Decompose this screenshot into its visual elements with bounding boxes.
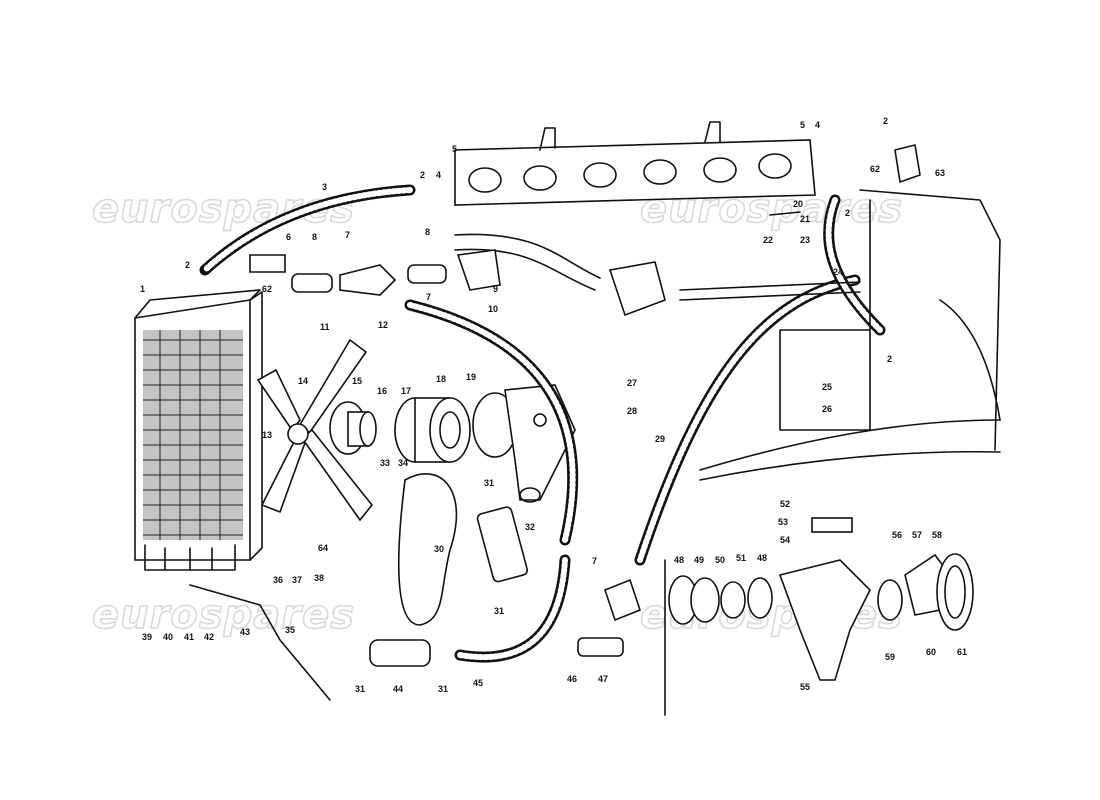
fan-pulley-hub — [329, 401, 377, 455]
callout-label: 17 — [401, 386, 411, 396]
callout-label: 64 — [318, 543, 328, 553]
callout-label: 2 — [420, 170, 425, 180]
callout-label: 52 — [780, 499, 790, 509]
callout-label: 43 — [240, 627, 250, 637]
callout-label: 24 — [833, 267, 843, 277]
callout-label: 41 — [184, 632, 194, 642]
callout-label: 33 — [380, 458, 390, 468]
callout-label: 39 — [142, 632, 152, 642]
callout-label: 37 — [292, 575, 302, 585]
radiator — [134, 289, 263, 571]
callout-label: 11 — [320, 322, 330, 332]
callout-label: 59 — [885, 652, 895, 662]
callout-label: 9 — [493, 284, 498, 294]
callout-label: 62 — [870, 164, 880, 174]
callout-label: 12 — [378, 320, 388, 330]
callout-label: 34 — [398, 458, 408, 468]
callout-label: 57 — [912, 530, 922, 540]
callout-label: 47 — [598, 674, 608, 684]
callout-label: 8 — [312, 232, 317, 242]
drain-rod — [189, 584, 331, 701]
callout-label: 42 — [204, 632, 214, 642]
callout-label: 36 — [273, 575, 283, 585]
callout-label: 29 — [655, 434, 665, 444]
callout-label: 44 — [393, 684, 403, 694]
callout-label: 18 — [436, 374, 446, 384]
callout-label: 23 — [800, 235, 810, 245]
callout-label: 31 — [438, 684, 448, 694]
callout-label: 31 — [494, 606, 504, 616]
callout-label: 63 — [935, 168, 945, 178]
callout-label: 14 — [298, 376, 308, 386]
callout-label: 30 — [434, 544, 444, 554]
callout-label: 7 — [592, 556, 597, 566]
callout-label: 31 — [355, 684, 365, 694]
callout-label: 54 — [780, 535, 790, 545]
callout-label: 2 — [185, 260, 190, 270]
callout-label: 4 — [436, 170, 441, 180]
callout-label: 25 — [822, 382, 832, 392]
callout-label: 40 — [163, 632, 173, 642]
callout-label: 2 — [887, 354, 892, 364]
callout-label: 16 — [377, 386, 387, 396]
callout-label: 2 — [883, 116, 888, 126]
callout-labels: 1 2 3 4 5 5 4 2 62 63 2 6 7 8 8 9 7 10 1… — [140, 116, 967, 694]
water-pump-exploded — [668, 517, 974, 681]
callout-label: 27 — [627, 378, 637, 388]
callout-label: 7 — [426, 292, 431, 302]
callout-label: 49 — [694, 555, 704, 565]
callout-label: 46 — [567, 674, 577, 684]
callout-label: 22 — [763, 235, 773, 245]
cooling-fan — [256, 338, 374, 522]
watermark-bottom-left: eurospares — [92, 592, 355, 638]
callout-label: 6 — [286, 232, 291, 242]
callout-label: 53 — [778, 517, 788, 527]
callout-label: 13 — [262, 430, 272, 440]
callout-label: 15 — [352, 376, 362, 386]
callout-label: 5 — [800, 120, 805, 130]
callout-label: 45 — [473, 678, 483, 688]
callout-label: 3 — [322, 182, 327, 192]
callout-label: 48 — [757, 553, 767, 563]
callout-label: 60 — [926, 647, 936, 657]
fittings-group — [249, 144, 921, 667]
callout-label: 10 — [488, 304, 498, 314]
callout-label: 48 — [674, 555, 684, 565]
callout-label: 55 — [800, 682, 810, 692]
callout-label: 26 — [822, 404, 832, 414]
callout-label: 20 — [793, 199, 803, 209]
callout-label: 50 — [715, 555, 725, 565]
callout-label: 8 — [425, 227, 430, 237]
callout-label: 35 — [285, 625, 295, 635]
callout-label: 61 — [957, 647, 967, 657]
callout-label: 51 — [736, 553, 746, 563]
callout-label: 21 — [800, 214, 810, 224]
callout-label: 19 — [466, 372, 476, 382]
callout-label: 2 — [845, 208, 850, 218]
callout-label: 1 — [140, 284, 145, 294]
engine-block-outline — [664, 189, 1001, 716]
callout-label: 28 — [627, 406, 637, 416]
callout-label: 7 — [345, 230, 350, 240]
callout-label: 62 — [262, 284, 272, 294]
callout-label: 4 — [815, 120, 820, 130]
callout-label: 56 — [892, 530, 902, 540]
callout-label: 38 — [314, 573, 324, 583]
fan-belt — [397, 473, 458, 626]
hose-group — [199, 184, 886, 663]
callout-label: 58 — [932, 530, 942, 540]
intake-manifold — [454, 121, 816, 206]
callout-label: 32 — [525, 522, 535, 532]
callout-label: 5 — [452, 144, 457, 154]
callout-label: 31 — [484, 478, 494, 488]
